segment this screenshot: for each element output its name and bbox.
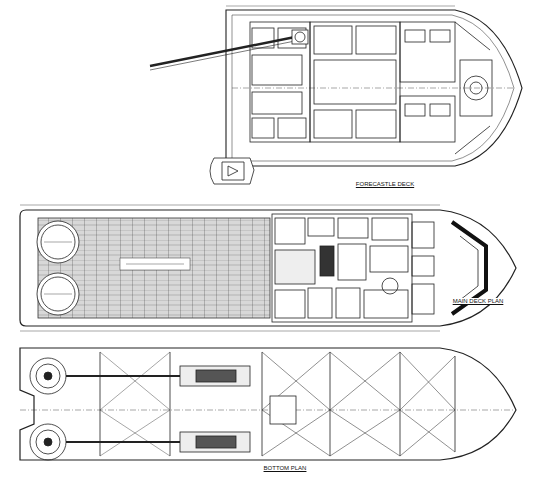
plan-title: MAIN DECK PLAN	[452, 298, 505, 305]
bottom-plan	[20, 348, 516, 460]
forecastle-deck	[150, 6, 522, 184]
crane	[150, 30, 308, 70]
rescue-boat	[210, 158, 254, 184]
plan-title: FORECASTLE DECK	[355, 181, 415, 188]
plan-title: BOTTOM PLAN	[263, 465, 308, 472]
propeller	[30, 358, 66, 460]
main-deck	[20, 205, 516, 331]
